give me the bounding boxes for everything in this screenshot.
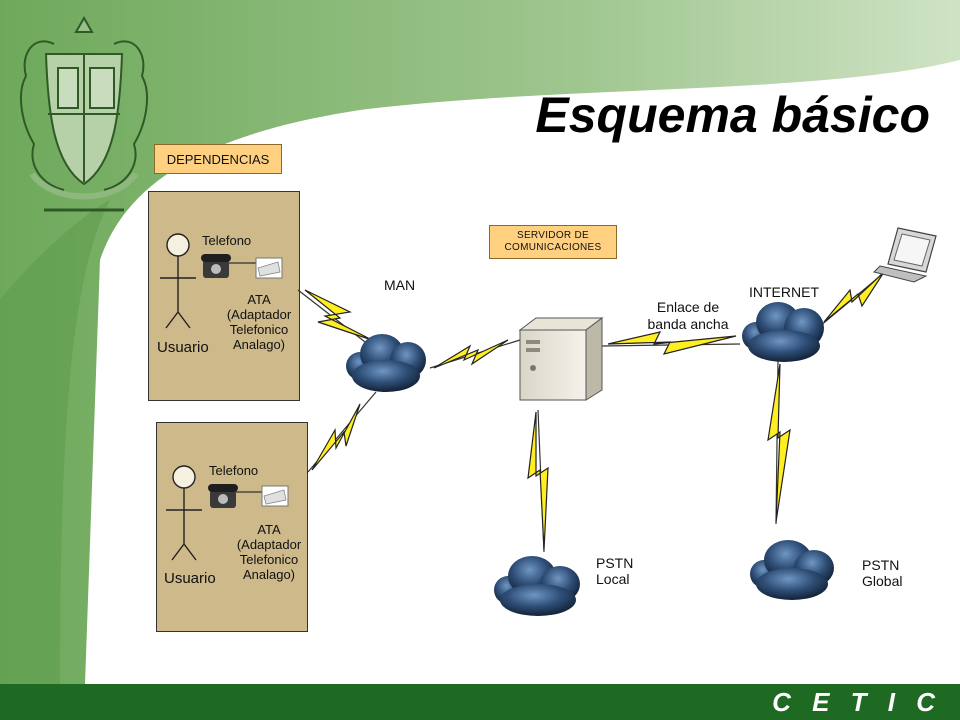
pstn-global-label: PSTN Global <box>862 557 902 589</box>
servidor-tag-line2: COMUNICACIONES <box>504 242 602 253</box>
man-label: MAN <box>384 277 416 293</box>
bolt-dep2-man <box>311 403 361 471</box>
dependencia-panel-1 <box>148 191 300 401</box>
footer-brand: C E T I C <box>772 687 942 717</box>
phone-label-2: Telefono <box>209 463 259 478</box>
enlace-label-line2: banda ancha <box>647 316 729 332</box>
pstn-local-line2: Local <box>596 571 630 587</box>
telephone-icon-2 <box>208 484 238 508</box>
dependencias-tag: DEPENDENCIAS <box>154 144 282 174</box>
slide-title: Esquema básico <box>535 87 930 143</box>
cloud-man <box>346 334 426 392</box>
cloud-pstn-local <box>494 556 580 616</box>
enlace-label: Enlace de banda ancha <box>638 299 738 333</box>
ata-device-icon-1 <box>255 257 283 279</box>
pstn-local-label: PSTN Local <box>596 555 633 587</box>
bolt-internet-laptop <box>823 271 885 323</box>
user-label-2: Usuario <box>164 570 216 587</box>
dependencias-tag-label: DEPENDENCIAS <box>166 151 270 167</box>
bolt-internet-pstn-global <box>767 363 791 523</box>
user-label-1: Usuario <box>157 339 209 356</box>
ata-device-icon-2 <box>261 485 289 507</box>
ata-label-2-line3: Telefonico <box>239 552 299 567</box>
pstn-global-line2: Global <box>862 573 903 589</box>
servidor-tag-line1: SERVIDOR DE <box>516 230 589 241</box>
cloud-pstn-global <box>750 540 834 600</box>
ata-label-1-line2: (Adaptador <box>226 307 292 322</box>
enlace-label-line1: Enlace de <box>656 299 720 315</box>
ata-label-2-line4: Analago) <box>242 567 296 582</box>
laptop-icon <box>873 227 937 283</box>
cloud-internet <box>742 302 824 362</box>
bolt-server-internet <box>607 331 737 355</box>
dependencia-panel-2 <box>156 422 308 632</box>
internet-label: INTERNET <box>749 284 819 300</box>
ata-label-1-line1: ATA <box>247 292 271 307</box>
bolt-server-pstn-local <box>527 411 549 551</box>
pstn-global-line1: PSTN <box>862 557 900 573</box>
ata-label-2-line2: (Adaptador <box>236 537 302 552</box>
ata-label-2: ATA (Adaptador Telefonico Analago) <box>234 522 304 582</box>
servidor-tag: SERVIDOR DE COMUNICACIONES <box>489 225 617 259</box>
bolt-man-server <box>433 339 509 369</box>
user-figure-1 <box>160 233 196 329</box>
ata-label-1-line4: Analago) <box>232 337 286 352</box>
bolt-dep1-man <box>304 289 373 341</box>
ata-label-1: ATA (Adaptador Telefonico Analago) <box>224 292 294 352</box>
phone-label-1: Telefono <box>202 233 252 248</box>
ata-label-1-line3: Telefonico <box>229 322 289 337</box>
coat-of-arms-logo <box>19 15 149 212</box>
user-figure-2 <box>166 465 202 561</box>
pstn-local-line1: PSTN <box>596 555 634 571</box>
ata-label-2-line1: ATA <box>257 522 281 537</box>
footer-bar <box>0 684 960 720</box>
server-icon <box>518 317 604 401</box>
link-dep1-man <box>297 289 379 353</box>
telephone-icon-1 <box>201 254 231 278</box>
left-accent-sweep <box>0 200 110 684</box>
